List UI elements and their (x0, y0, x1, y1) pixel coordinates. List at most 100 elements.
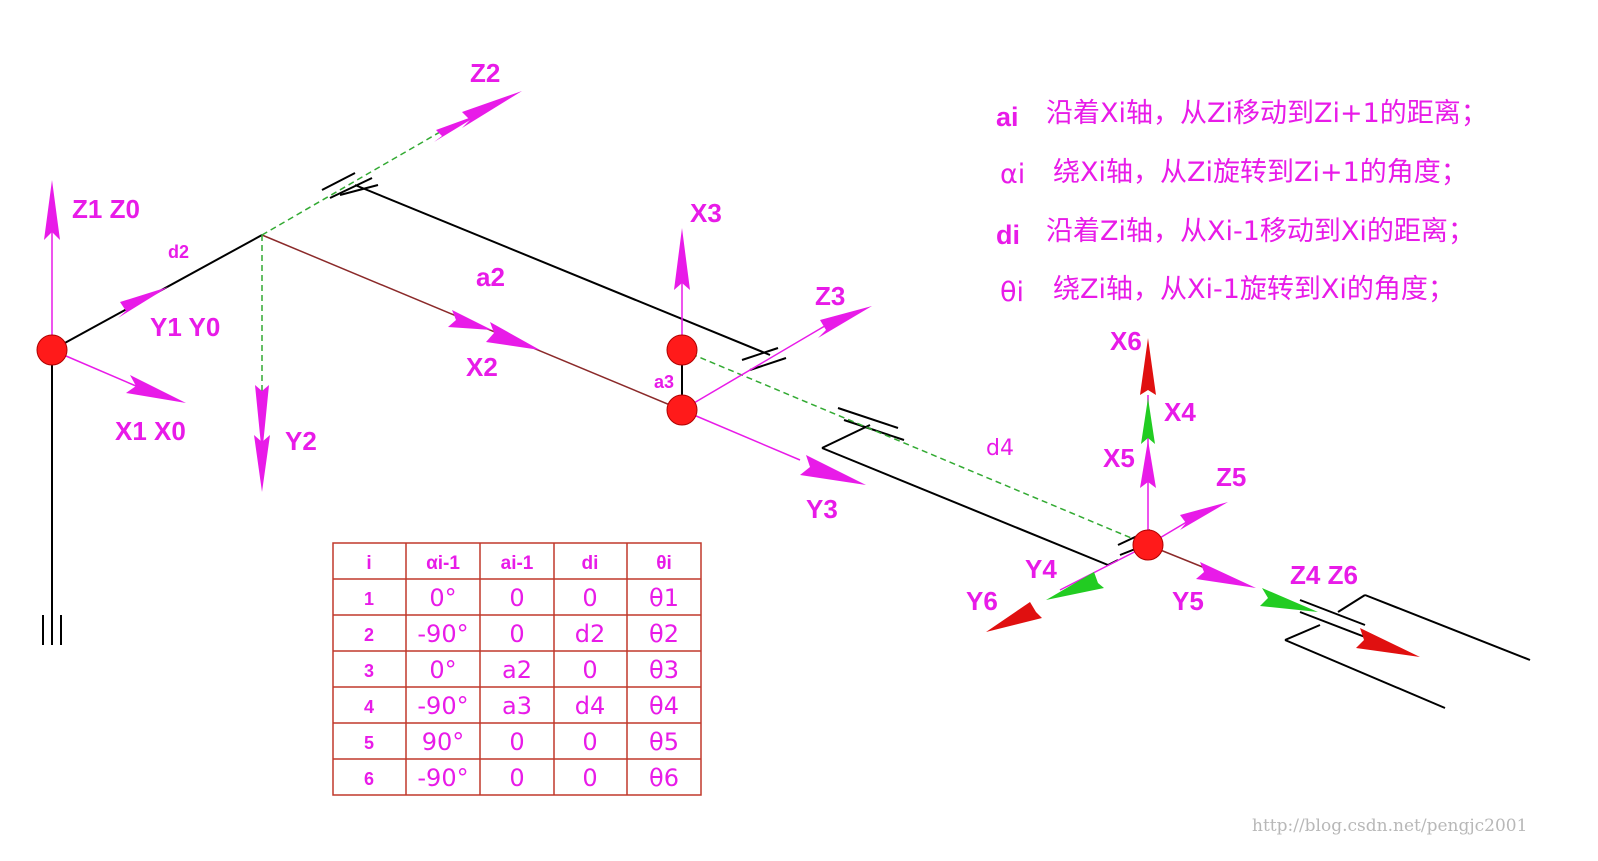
table-header-alpha: αi-1 (426, 553, 460, 574)
table-header-i: i (366, 553, 371, 574)
def-text-2: 沿着Zi轴，从Xi-1移动到Xi的距离； (1046, 216, 1475, 247)
label-z3: Z3 (815, 281, 845, 311)
joint-1 (36, 334, 68, 366)
table-header-d: di (582, 553, 599, 574)
y4-arrow (1046, 572, 1104, 600)
table-cell: 0° (429, 656, 456, 684)
def-sym-3: θi (1000, 277, 1024, 308)
label-y1y0: Y1 Y0 (150, 312, 220, 342)
table-cell: d2 (575, 620, 606, 648)
table-cell: 0 (509, 620, 524, 648)
def-text-3: 绕Zi轴，从Xi-1旋转到Xi的角度； (1053, 274, 1455, 305)
z3-arrow (818, 306, 872, 338)
y3-arrow (800, 455, 866, 485)
z2-arrow-b (434, 114, 480, 142)
label-y5: Y5 (1172, 586, 1204, 616)
z1z0-arrow (44, 180, 60, 240)
label-z4z6: Z4 Z6 (1290, 560, 1358, 590)
table-cell: d4 (575, 692, 606, 720)
table-cell: θ6 (649, 764, 679, 792)
dh-table: i αi-1 ai-1 di θi 1 0° 0 0 θ1 2 -90° 0 d… (332, 542, 702, 796)
table-cell: 2 (364, 625, 374, 645)
label-a3: a3 (654, 372, 674, 392)
y3-line (681, 409, 801, 461)
y2-arrow (254, 435, 270, 492)
table-cell: 6 (364, 769, 374, 789)
y6-arrow (986, 602, 1042, 632)
table-cell: θ3 (649, 656, 679, 684)
x2-arrow (486, 322, 540, 350)
table-cell: a2 (502, 656, 532, 684)
x4-arrow (1141, 398, 1155, 444)
robot-links (42, 184, 1531, 709)
joint-3 (666, 394, 698, 426)
table-cell: θ2 (649, 620, 679, 648)
def-sym-1: αi (1000, 159, 1025, 190)
table-cell: 3 (364, 661, 374, 681)
joint-markers (321, 172, 1366, 641)
table-cell: -90° (417, 620, 468, 648)
label-z2: Z2 (470, 58, 500, 88)
d4-dashed-line (681, 349, 1149, 546)
table-cell: 5 (364, 733, 374, 753)
x6-arrow (1140, 338, 1156, 395)
label-z5: Z5 (1216, 462, 1246, 492)
def-text-1: 绕Xi轴，从Zi旋转到Zi+1的角度； (1053, 157, 1468, 188)
watermark: http://blog.csdn.net/pengjc2001 (1252, 816, 1527, 836)
table-cell: 0 (509, 728, 524, 756)
label-x3: X3 (690, 198, 722, 228)
label-x1x0: X1 X0 (115, 416, 186, 446)
table-cell: θ4 (649, 692, 679, 720)
label-d4: d4 (986, 436, 1014, 461)
z2-dashed-line (261, 131, 441, 236)
x5-arrow (1140, 440, 1156, 488)
y2-arrow-b (255, 385, 269, 455)
y1y0-arrow (118, 287, 168, 318)
def-text-0: 沿着Xi轴，从Zi移动到Zi+1的距离； (1046, 98, 1488, 129)
table-cell: 0 (582, 764, 597, 792)
table-cell: 1 (364, 589, 374, 609)
label-x6: X6 (1110, 326, 1142, 356)
z5-arrow (1180, 502, 1228, 530)
z6-arrow (1356, 628, 1420, 657)
table-cell: 0 (582, 584, 597, 612)
def-sym-0: ai (996, 102, 1019, 132)
table-cell: θ1 (649, 584, 679, 612)
joint-wrist (1132, 529, 1164, 561)
table-cell: 0 (582, 728, 597, 756)
table-cell: 0 (509, 584, 524, 612)
label-y2: Y2 (285, 426, 317, 456)
z2-arrow (462, 91, 522, 128)
def-sym-2: di (996, 220, 1020, 250)
label-x2: X2 (466, 352, 498, 382)
axis-arrows (44, 91, 1256, 588)
y5-arrow (1196, 562, 1256, 588)
x3-arrow (674, 228, 690, 290)
label-x4: X4 (1164, 397, 1196, 427)
label-z1z0: Z1 Z0 (72, 194, 140, 224)
table-header-theta: θi (656, 553, 672, 574)
table-cell: 4 (364, 697, 374, 717)
table-cell: -90° (417, 764, 468, 792)
z3-line (681, 319, 836, 411)
table-cell: -90° (417, 692, 468, 720)
label-a2: a2 (476, 262, 505, 292)
table-cell: 0° (429, 584, 456, 612)
label-x5: X5 (1103, 443, 1135, 473)
y6-line (1059, 544, 1149, 591)
label-y6: Y6 (966, 586, 998, 616)
label-d2: d2 (168, 242, 189, 262)
x2-arrow-b (448, 310, 492, 330)
table-header-a: ai-1 (501, 553, 534, 574)
joints (36, 334, 1164, 561)
label-y4: Y4 (1025, 554, 1057, 584)
definitions: ai 沿着Xi轴，从Zi移动到Zi+1的距离； αi 绕Xi轴，从Zi旋转到Zi… (996, 98, 1488, 308)
axis-labels: Z1 Z0 d2 Y1 Y0 X1 X0 Z2 Y2 a2 X2 X3 Z3 a… (72, 58, 1358, 616)
table-cell: 0 (509, 764, 524, 792)
label-y3: Y3 (806, 494, 838, 524)
table-cell: θ5 (649, 728, 679, 756)
x1x0-arrow (126, 375, 186, 403)
table-cell: 90° (422, 728, 465, 756)
